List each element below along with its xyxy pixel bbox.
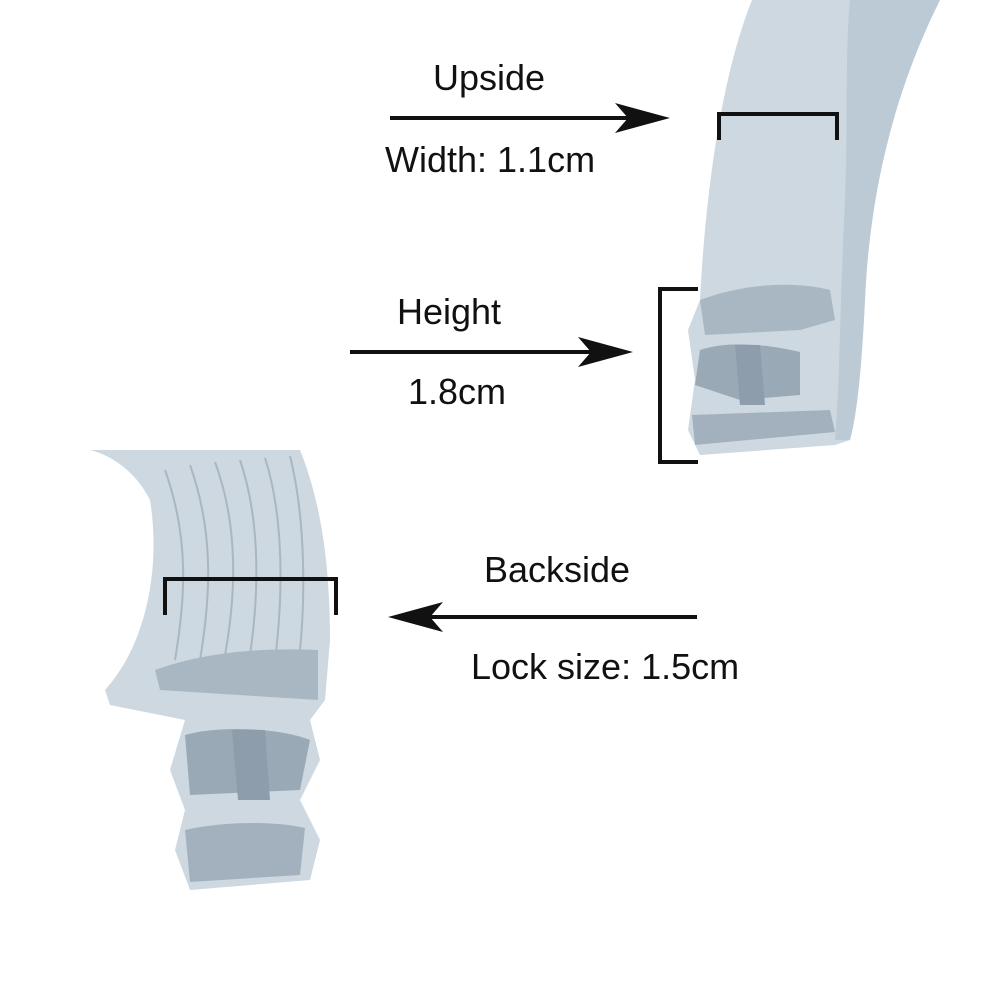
backside-label: Backside bbox=[484, 549, 631, 590]
width-bracket bbox=[717, 112, 839, 140]
height-label: Height bbox=[397, 291, 502, 332]
lock-size-bracket bbox=[163, 577, 338, 615]
upside-label: Upside bbox=[433, 57, 546, 98]
gasket-backside-photo bbox=[90, 450, 330, 890]
lock-size-value: Lock size: 1.5cm bbox=[471, 646, 740, 687]
width-value: Width: 1.1cm bbox=[385, 139, 596, 180]
upside-arrow bbox=[390, 103, 670, 133]
backside-arrow bbox=[388, 602, 697, 632]
height-arrow bbox=[350, 337, 633, 367]
gasket-upside-photo bbox=[688, 0, 940, 455]
height-bracket bbox=[658, 287, 698, 464]
height-value: 1.8cm bbox=[408, 371, 507, 412]
